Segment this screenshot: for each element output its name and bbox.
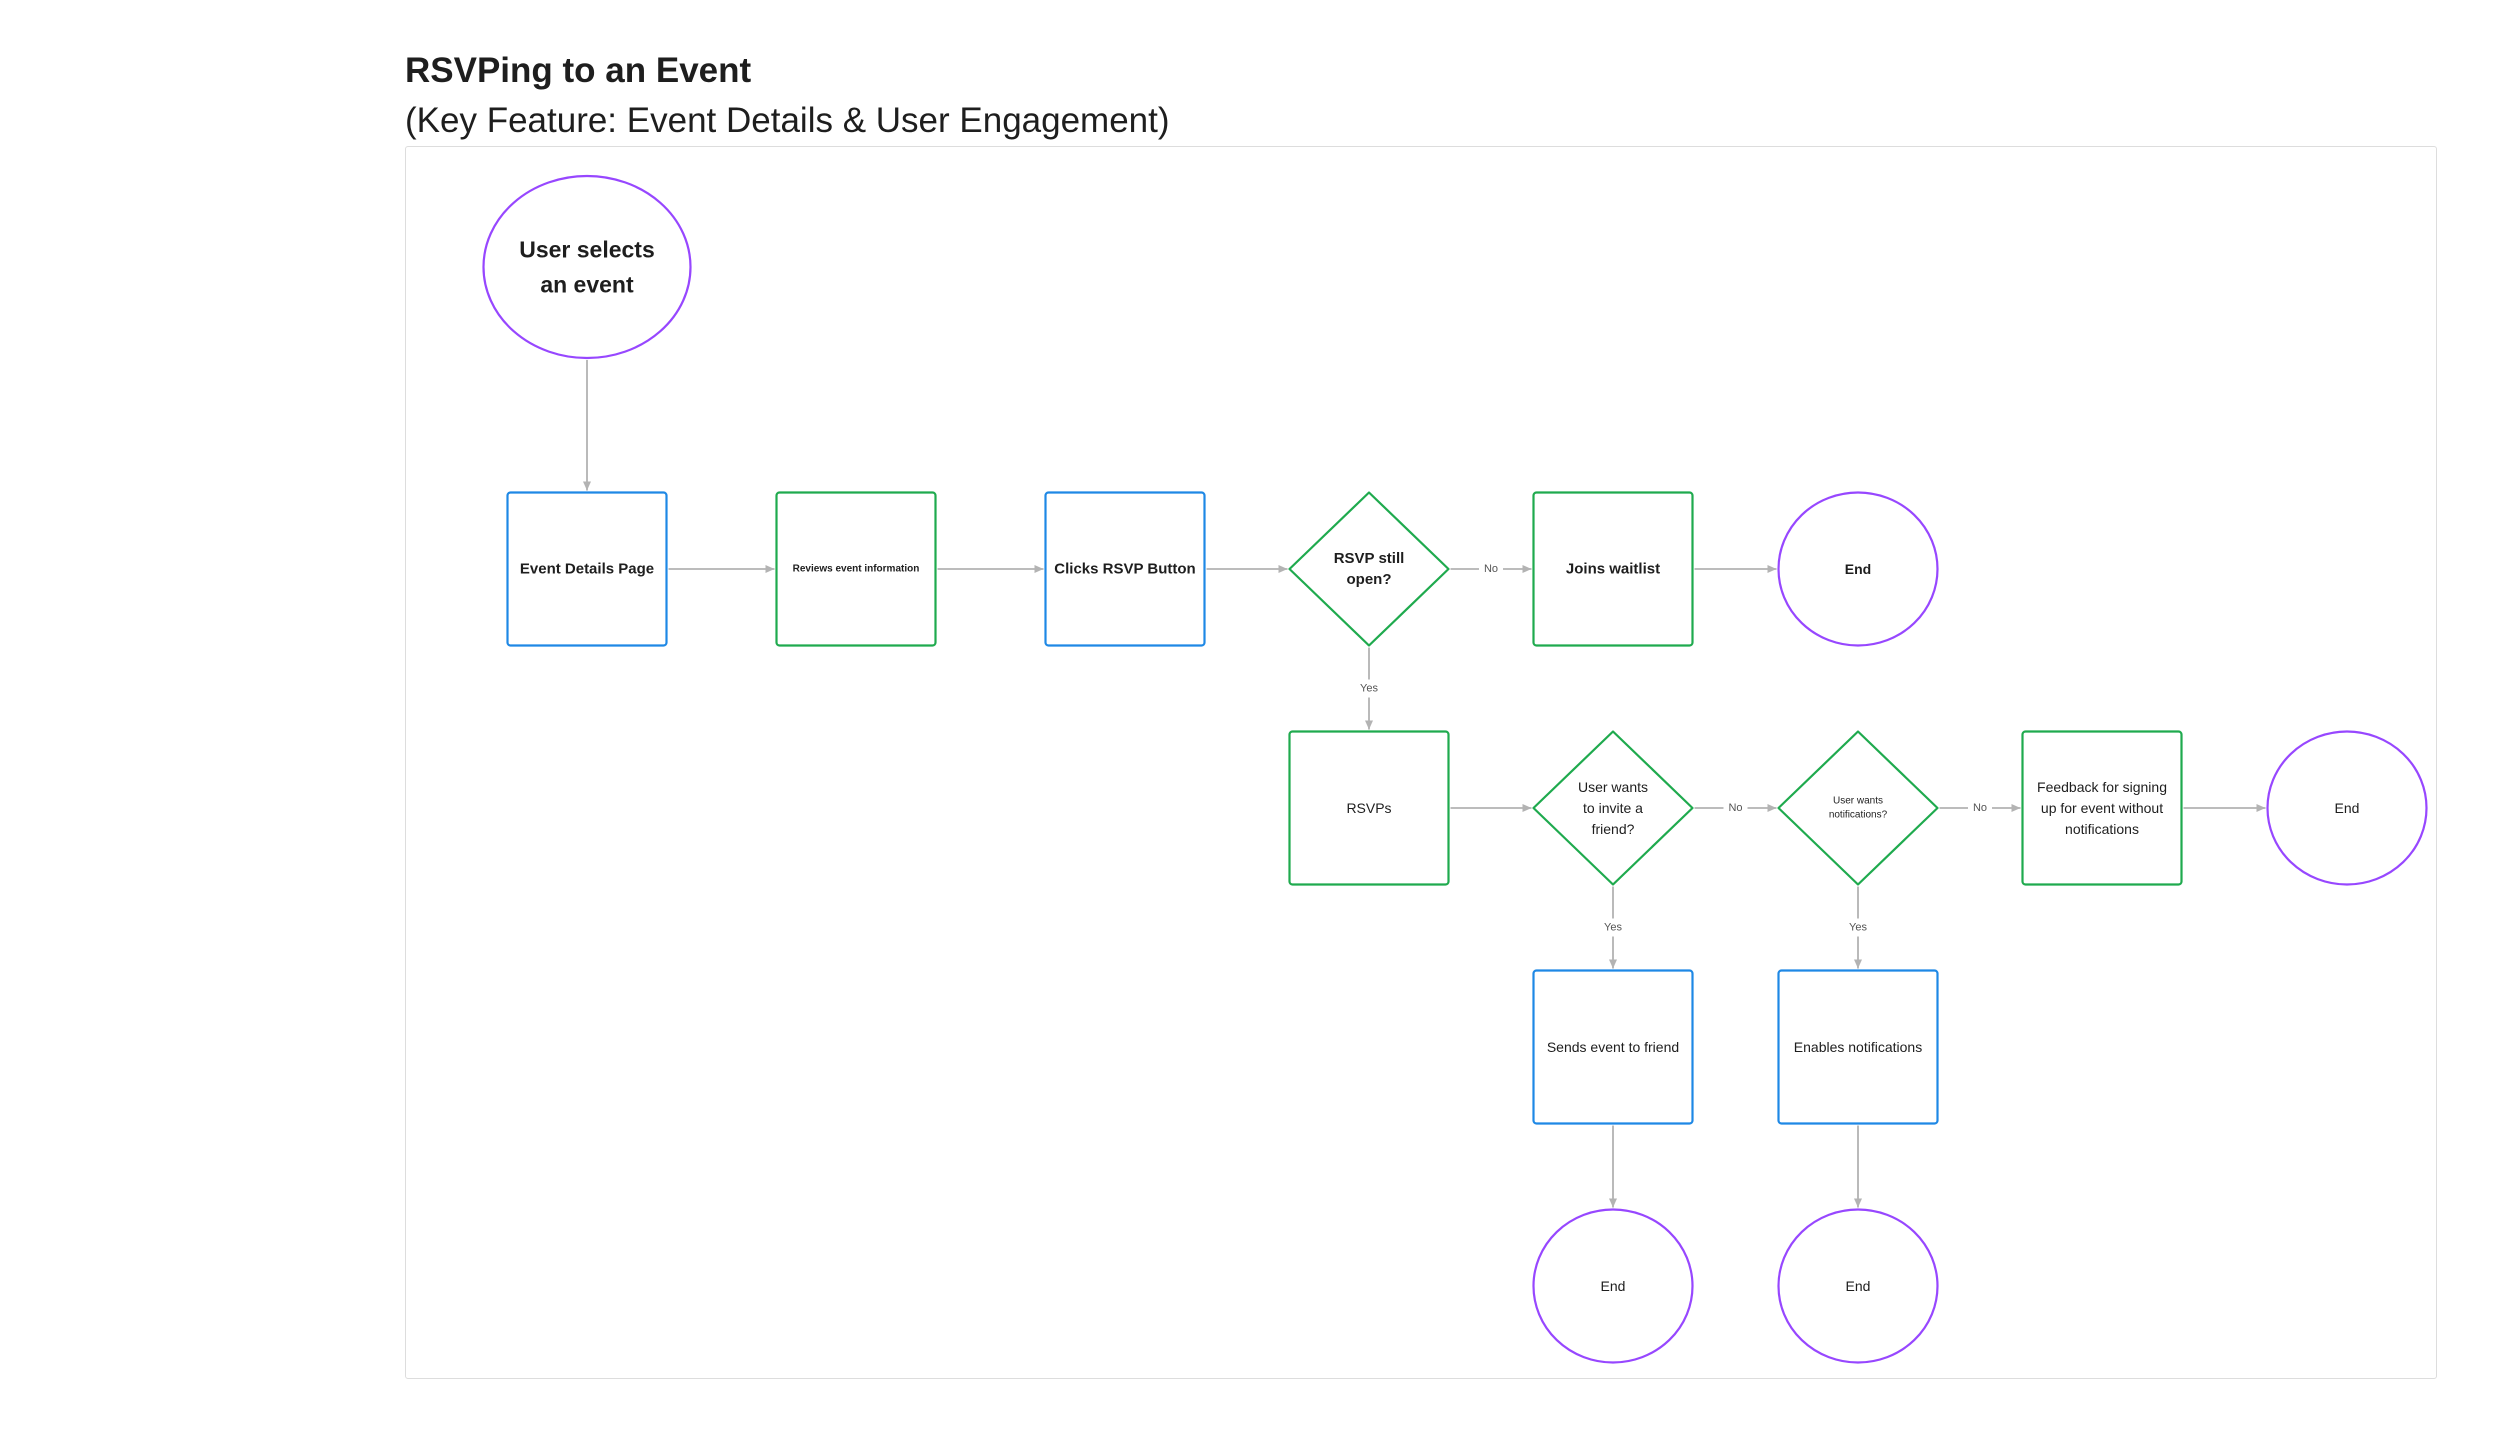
node-label: Feedback for signing	[2037, 779, 2167, 795]
node-label: End	[1846, 1278, 1871, 1294]
node-feedback: Feedback for signing up for event without…	[2021, 730, 2183, 886]
edge-label-bg	[1601, 918, 1625, 937]
decision-diamond	[1532, 730, 1694, 886]
diagram-frame	[405, 146, 2437, 1379]
node-end-1: End	[1777, 491, 1939, 647]
node-label: User wants	[1833, 796, 1883, 807]
edge-label-bg	[1846, 918, 1870, 937]
node-label: End	[2335, 800, 2360, 816]
edge-label-yes: Yes	[1849, 922, 1867, 934]
node-invite-friend: User wants to invite a friend?	[1532, 730, 1694, 886]
edge-label-bg	[1357, 679, 1381, 698]
node-label: End	[1845, 561, 1871, 577]
process-box	[1532, 491, 1694, 647]
decision-diamond	[1288, 491, 1450, 647]
node-label: Enables notifications	[1794, 1039, 1922, 1055]
node-event-details: Event Details Page	[506, 491, 668, 647]
node-label: friend?	[1592, 821, 1635, 837]
node-label: up for event without	[2041, 800, 2163, 816]
edge-label-no: No	[1973, 802, 1987, 814]
node-label: RSVPs	[1346, 800, 1391, 816]
node-label: Joins waitlist	[1566, 561, 1660, 578]
process-box	[1288, 730, 1450, 886]
node-label: Sends event to friend	[1547, 1039, 1679, 1055]
node-end-2: End	[2266, 730, 2428, 886]
node-enables-notifications: Enables notifications	[1777, 969, 1939, 1125]
process-box	[1532, 969, 1694, 1125]
node-start: User selects an event	[482, 174, 692, 360]
node-label: notifications?	[1829, 810, 1888, 821]
node-end-4: End	[1777, 1208, 1939, 1364]
node-reviews-info: Reviews event information	[775, 491, 937, 647]
page-title: RSVPing to an Event	[405, 51, 752, 90]
page-subtitle: (Key Feature: Event Details & User Engag…	[405, 101, 1170, 140]
terminal-ellipse	[2266, 730, 2428, 886]
edge-label-bg	[1968, 799, 1992, 817]
node-label: End	[1601, 1278, 1626, 1294]
node-label: to invite a	[1583, 800, 1643, 816]
node-clicks-rsvp: Clicks RSVP Button	[1044, 491, 1206, 647]
node-joins-waitlist: Joins waitlist	[1532, 491, 1694, 647]
edge-label-bg	[1479, 560, 1503, 578]
node-label: Reviews event information	[793, 564, 920, 575]
node-label: RSVP still	[1334, 550, 1405, 567]
process-box	[2021, 730, 2183, 886]
node-label: Event Details Page	[520, 561, 654, 578]
terminal-ellipse	[482, 174, 692, 360]
process-box	[775, 491, 937, 647]
edge-label-no: No	[1728, 802, 1742, 814]
node-label: User wants	[1578, 779, 1648, 795]
node-end-3: End	[1532, 1208, 1694, 1364]
edge-label-no: No	[1484, 563, 1498, 575]
node-label: User selects	[519, 237, 655, 263]
node-rsvp-open: RSVP still open?	[1288, 491, 1450, 647]
process-box	[506, 491, 668, 647]
edge-label-yes: Yes	[1360, 683, 1378, 695]
node-sends-event: Sends event to friend	[1532, 969, 1694, 1125]
terminal-ellipse	[1777, 1208, 1939, 1364]
node-label: notifications	[2065, 821, 2139, 837]
node-label: Clicks RSVP Button	[1054, 561, 1195, 578]
process-box	[1777, 969, 1939, 1125]
node-label: an event	[540, 272, 634, 298]
process-box	[1044, 491, 1206, 647]
terminal-ellipse	[1532, 1208, 1694, 1364]
edge-label-yes: Yes	[1604, 922, 1622, 934]
terminal-ellipse	[1777, 491, 1939, 647]
node-wants-notifications: User wants notifications?	[1777, 730, 1939, 886]
edge-label-bg	[1723, 799, 1748, 817]
node-rsvps: RSVPs	[1288, 730, 1450, 886]
decision-diamond	[1777, 730, 1939, 886]
node-label: open?	[1347, 571, 1392, 588]
